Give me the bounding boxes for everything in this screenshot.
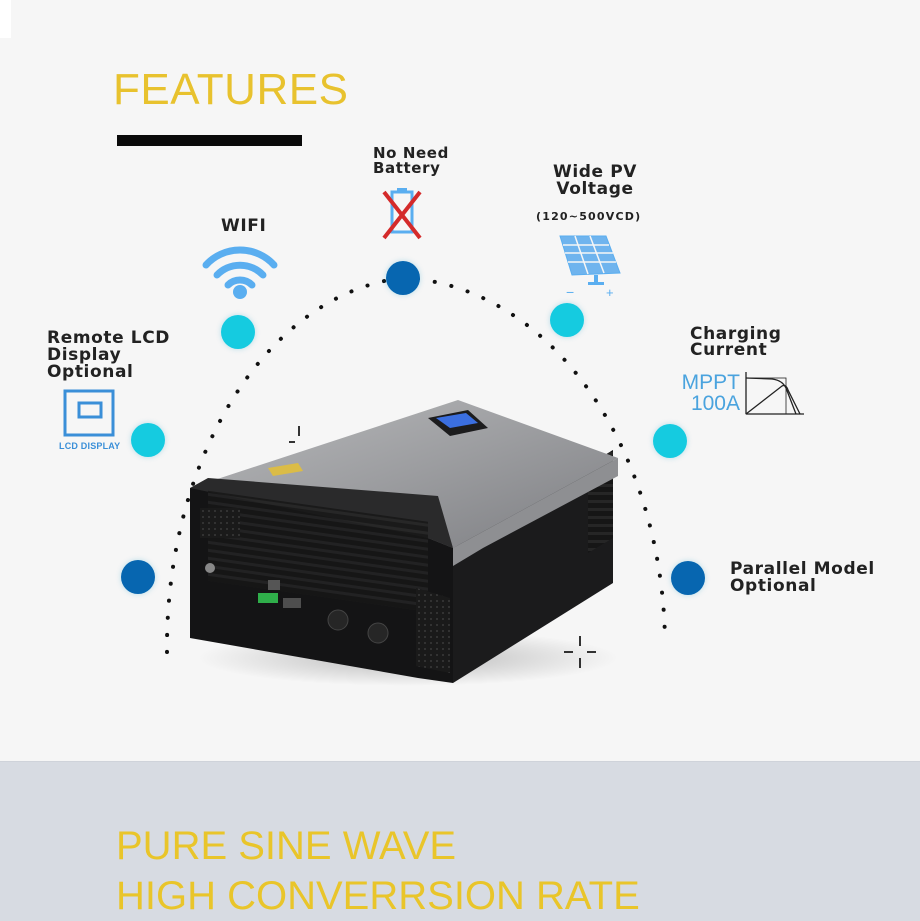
feature-label-line: Voltage xyxy=(556,179,634,199)
feature-label-charging-current: Charging Current xyxy=(690,324,782,360)
feature-label-wifi: WIFI xyxy=(221,218,266,235)
wifi-icon xyxy=(202,246,278,299)
bottom-banner xyxy=(0,761,920,921)
mppt-value: MPPT 100A xyxy=(670,372,740,414)
feature-headline-sine-wave: PURE SINE WAVE xyxy=(116,824,457,868)
feature-node-charging-current xyxy=(653,424,687,458)
feature-label-remote-lcd: Remote LCD Display Optional xyxy=(47,330,170,381)
feature-label-parallel: Parallel Model Optional xyxy=(730,561,875,595)
feature-node-no-battery xyxy=(386,261,420,295)
current-value: 100A xyxy=(690,392,740,415)
battery-crossed-icon xyxy=(382,188,422,240)
lcd-display-caption: LCD DISPLAY xyxy=(59,441,121,451)
feature-label-line: Optional xyxy=(730,576,817,596)
feature-label-wide-pv: Wide PV Voltage xyxy=(553,164,637,198)
feature-label-line: Optional xyxy=(47,362,134,382)
minus-sign: − xyxy=(566,284,575,300)
feature-label-line: No Need xyxy=(373,144,449,162)
lcd-display-icon xyxy=(63,389,115,437)
feature-label-no-battery: No Need Battery xyxy=(373,146,449,176)
plus-sign: + xyxy=(606,285,614,300)
mppt-label: MPPT xyxy=(681,371,740,394)
solar-hybrid-inverter-image xyxy=(190,400,618,686)
feature-node-wifi xyxy=(221,315,255,349)
feature-label-line: Parallel Model xyxy=(730,559,875,579)
feature-sublabel-wide-pv: (120~500VCD) xyxy=(536,210,642,223)
feature-label-line: WIFI xyxy=(221,216,267,236)
feature-label-line: Wide PV xyxy=(553,162,638,182)
crosshair-mark xyxy=(289,426,300,443)
feature-label-line: Remote LCD xyxy=(47,328,171,348)
feature-headline-conversion-rate: HIGH CONVERRSION RATE xyxy=(116,874,640,918)
feature-node-wide-pv xyxy=(550,303,584,337)
feature-node-left-bottom xyxy=(121,560,155,594)
page-title: FEATURES xyxy=(113,65,349,114)
title-underline xyxy=(117,135,302,146)
lcd-screen xyxy=(436,413,478,428)
corner-artifact xyxy=(0,0,11,38)
feature-label-line: Current xyxy=(690,340,768,360)
feature-node-parallel xyxy=(671,561,705,595)
feature-label-line: Battery xyxy=(373,159,441,177)
feature-label-line: Charging xyxy=(690,324,782,344)
feature-node-remote-lcd xyxy=(131,423,165,457)
feature-label-line: Display xyxy=(47,345,122,365)
solar-panel-icon xyxy=(559,235,621,285)
mppt-curve-icon xyxy=(745,372,804,415)
